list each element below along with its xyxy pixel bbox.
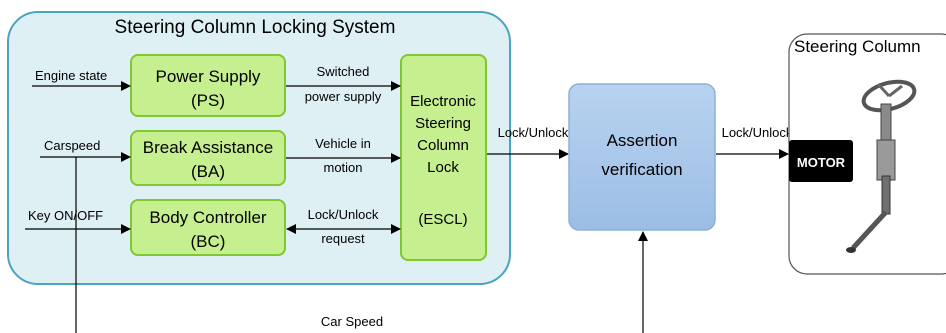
body-controller-box: [130, 199, 286, 256]
escl-line3: Column: [417, 137, 469, 154]
power-supply-box: [130, 54, 286, 117]
signal-lock-request-1: Lock/Unlock: [308, 207, 379, 222]
input-engine-state: Engine state: [35, 68, 107, 83]
break-assistance-box: [130, 130, 286, 186]
power-supply-label: Power Supply: [156, 67, 261, 86]
steering-column-illustration: [846, 79, 917, 253]
input-key: Key ON/OFF: [28, 208, 103, 223]
escl-line4: Lock: [427, 159, 459, 176]
signal-lock-request-2: request: [321, 231, 365, 246]
power-supply-abbr: (PS): [191, 91, 225, 110]
break-assistance-abbr: (BA): [191, 162, 225, 181]
steering-column-title: Steering Column: [794, 37, 921, 56]
escl-line1: Electronic: [410, 93, 476, 110]
escl-line5: (ESCL): [418, 211, 467, 228]
escl-box: [400, 54, 487, 261]
motor-label: MOTOR: [797, 155, 846, 170]
assertion-line2: verification: [601, 160, 682, 179]
body-controller-abbr: (BC): [191, 232, 226, 251]
break-assistance-label: Break Assistance: [143, 138, 273, 157]
signal-switched-1: Switched: [317, 64, 370, 79]
input-car-speed: Carspeed: [44, 138, 100, 153]
system-title: Steering Column Locking System: [115, 17, 396, 38]
signal-vehicle-2: motion: [323, 160, 362, 175]
escl-line2: Steering: [415, 115, 471, 132]
body-controller-label: Body Controller: [149, 208, 267, 227]
motor-box: [789, 140, 853, 182]
assertion-box: [568, 83, 716, 231]
signal-vehicle-1: Vehicle in: [315, 136, 371, 151]
assertion-line1: Assertion: [607, 131, 678, 150]
car-speed-feedback-label: Car Speed: [321, 314, 383, 329]
assertion-motor-label: Lock/Unlock: [722, 125, 793, 140]
escl-assertion-label: Lock/Unlock: [498, 125, 569, 140]
signal-switched-2: power supply: [305, 89, 382, 104]
